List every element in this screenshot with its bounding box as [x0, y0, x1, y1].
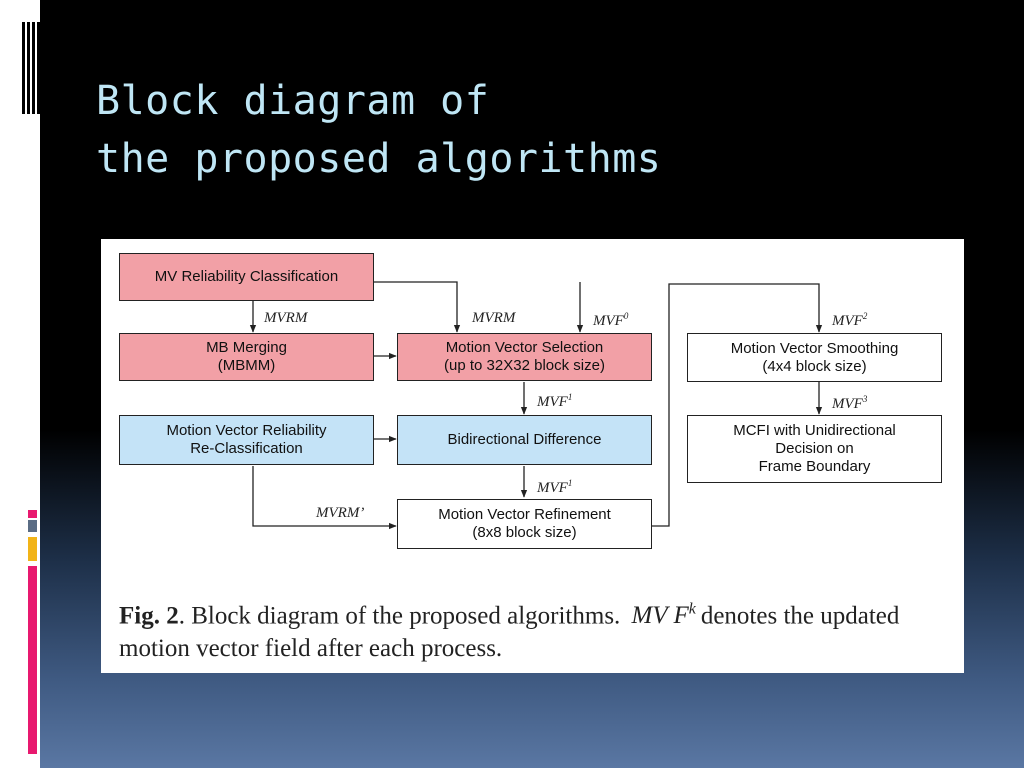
label-base: MVF — [832, 396, 863, 412]
caption-text-after: denotes the updated motion vector field … — [119, 602, 900, 663]
slide-title-line-2: the proposed algorithms — [96, 136, 662, 182]
caption-fig-label: Fig. 2 — [119, 602, 179, 630]
node-label: Motion Vector Selection (up to 32X32 blo… — [444, 339, 605, 374]
node-mv-reliability-classification: MV Reliability Classification — [119, 253, 374, 301]
figure-panel: MV Reliability Classification MB Merging… — [101, 239, 964, 673]
node-label: MB Merging (MBMM) — [206, 339, 287, 374]
node-motion-vector-smoothing: Motion Vector Smoothing (4x4 block size) — [687, 333, 942, 382]
node-bidirectional-difference: Bidirectional Difference — [397, 415, 652, 465]
node-mcfi: MCFI with Unidirectional Decision on Fra… — [687, 415, 942, 483]
label-base: MVF — [832, 313, 863, 329]
label-mvf0: MVF0 — [593, 308, 628, 329]
edge-classification-to-selection — [374, 281, 461, 333]
node-label: MCFI with Unidirectional Decision on Fra… — [733, 422, 896, 475]
label-sup: 0 — [623, 311, 629, 321]
accent-bar-pink — [28, 566, 37, 754]
caption-math: MV Fk — [631, 601, 696, 630]
edge-reclassification-to-refinement — [252, 466, 397, 530]
label-sup: 1 — [567, 392, 573, 402]
label-sup: 3 — [862, 394, 868, 404]
label-sup: 2 — [862, 311, 868, 321]
node-label: Motion Vector Reliability Re-Classificat… — [166, 422, 327, 457]
left-rail — [0, 0, 40, 768]
label-base: MVF — [537, 480, 568, 496]
label-mvf1-upper: MVF1 — [537, 389, 572, 410]
label-mvf2: MVF2 — [832, 308, 867, 329]
node-label: Motion Vector Smoothing (4x4 block size) — [730, 339, 899, 375]
node-label: MV Reliability Classification — [154, 268, 339, 285]
label-mvrm-center: MVRM — [472, 310, 516, 326]
accent-bar-gray — [28, 520, 37, 532]
label-sup: 1 — [567, 478, 573, 488]
label-mvf1-lower: MVF1 — [537, 475, 572, 496]
node-motion-vector-selection: Motion Vector Selection (up to 32X32 blo… — [397, 333, 652, 381]
figure-caption: Fig. 2. Block diagram of the proposed al… — [119, 593, 949, 665]
edge-refinement-to-smoothing — [652, 283, 823, 527]
label-mvf3: MVF3 — [832, 391, 867, 412]
node-mv-reliability-reclassification: Motion Vector Reliability Re-Classificat… — [119, 415, 374, 465]
column-bars-icon — [22, 22, 40, 114]
node-mb-merging: MB Merging (MBMM) — [119, 333, 374, 381]
slide-title-line-1: Block diagram of — [96, 78, 490, 124]
node-label: Bidirectional Difference — [447, 431, 602, 448]
label-mvrm-left: MVRM — [264, 310, 308, 326]
caption-math-base: MV F — [631, 602, 689, 630]
label-base: MVF — [537, 394, 568, 410]
label-base: MVF — [593, 313, 624, 329]
caption-text-before: . Block diagram of the proposed algorith… — [178, 602, 621, 630]
accent-bar-pink-top — [28, 510, 37, 518]
node-label: Motion Vector Refinement (8x8 block size… — [438, 506, 611, 541]
caption-math-sup: k — [688, 601, 696, 618]
diagram-connectors — [249, 281, 823, 530]
label-mvrm-prime: MVRM’ — [316, 505, 365, 521]
slide-title: Block diagram of the proposed algorithms — [96, 72, 661, 188]
node-motion-vector-refinement: Motion Vector Refinement (8x8 block size… — [397, 499, 652, 549]
accent-bar-yellow — [28, 537, 37, 561]
